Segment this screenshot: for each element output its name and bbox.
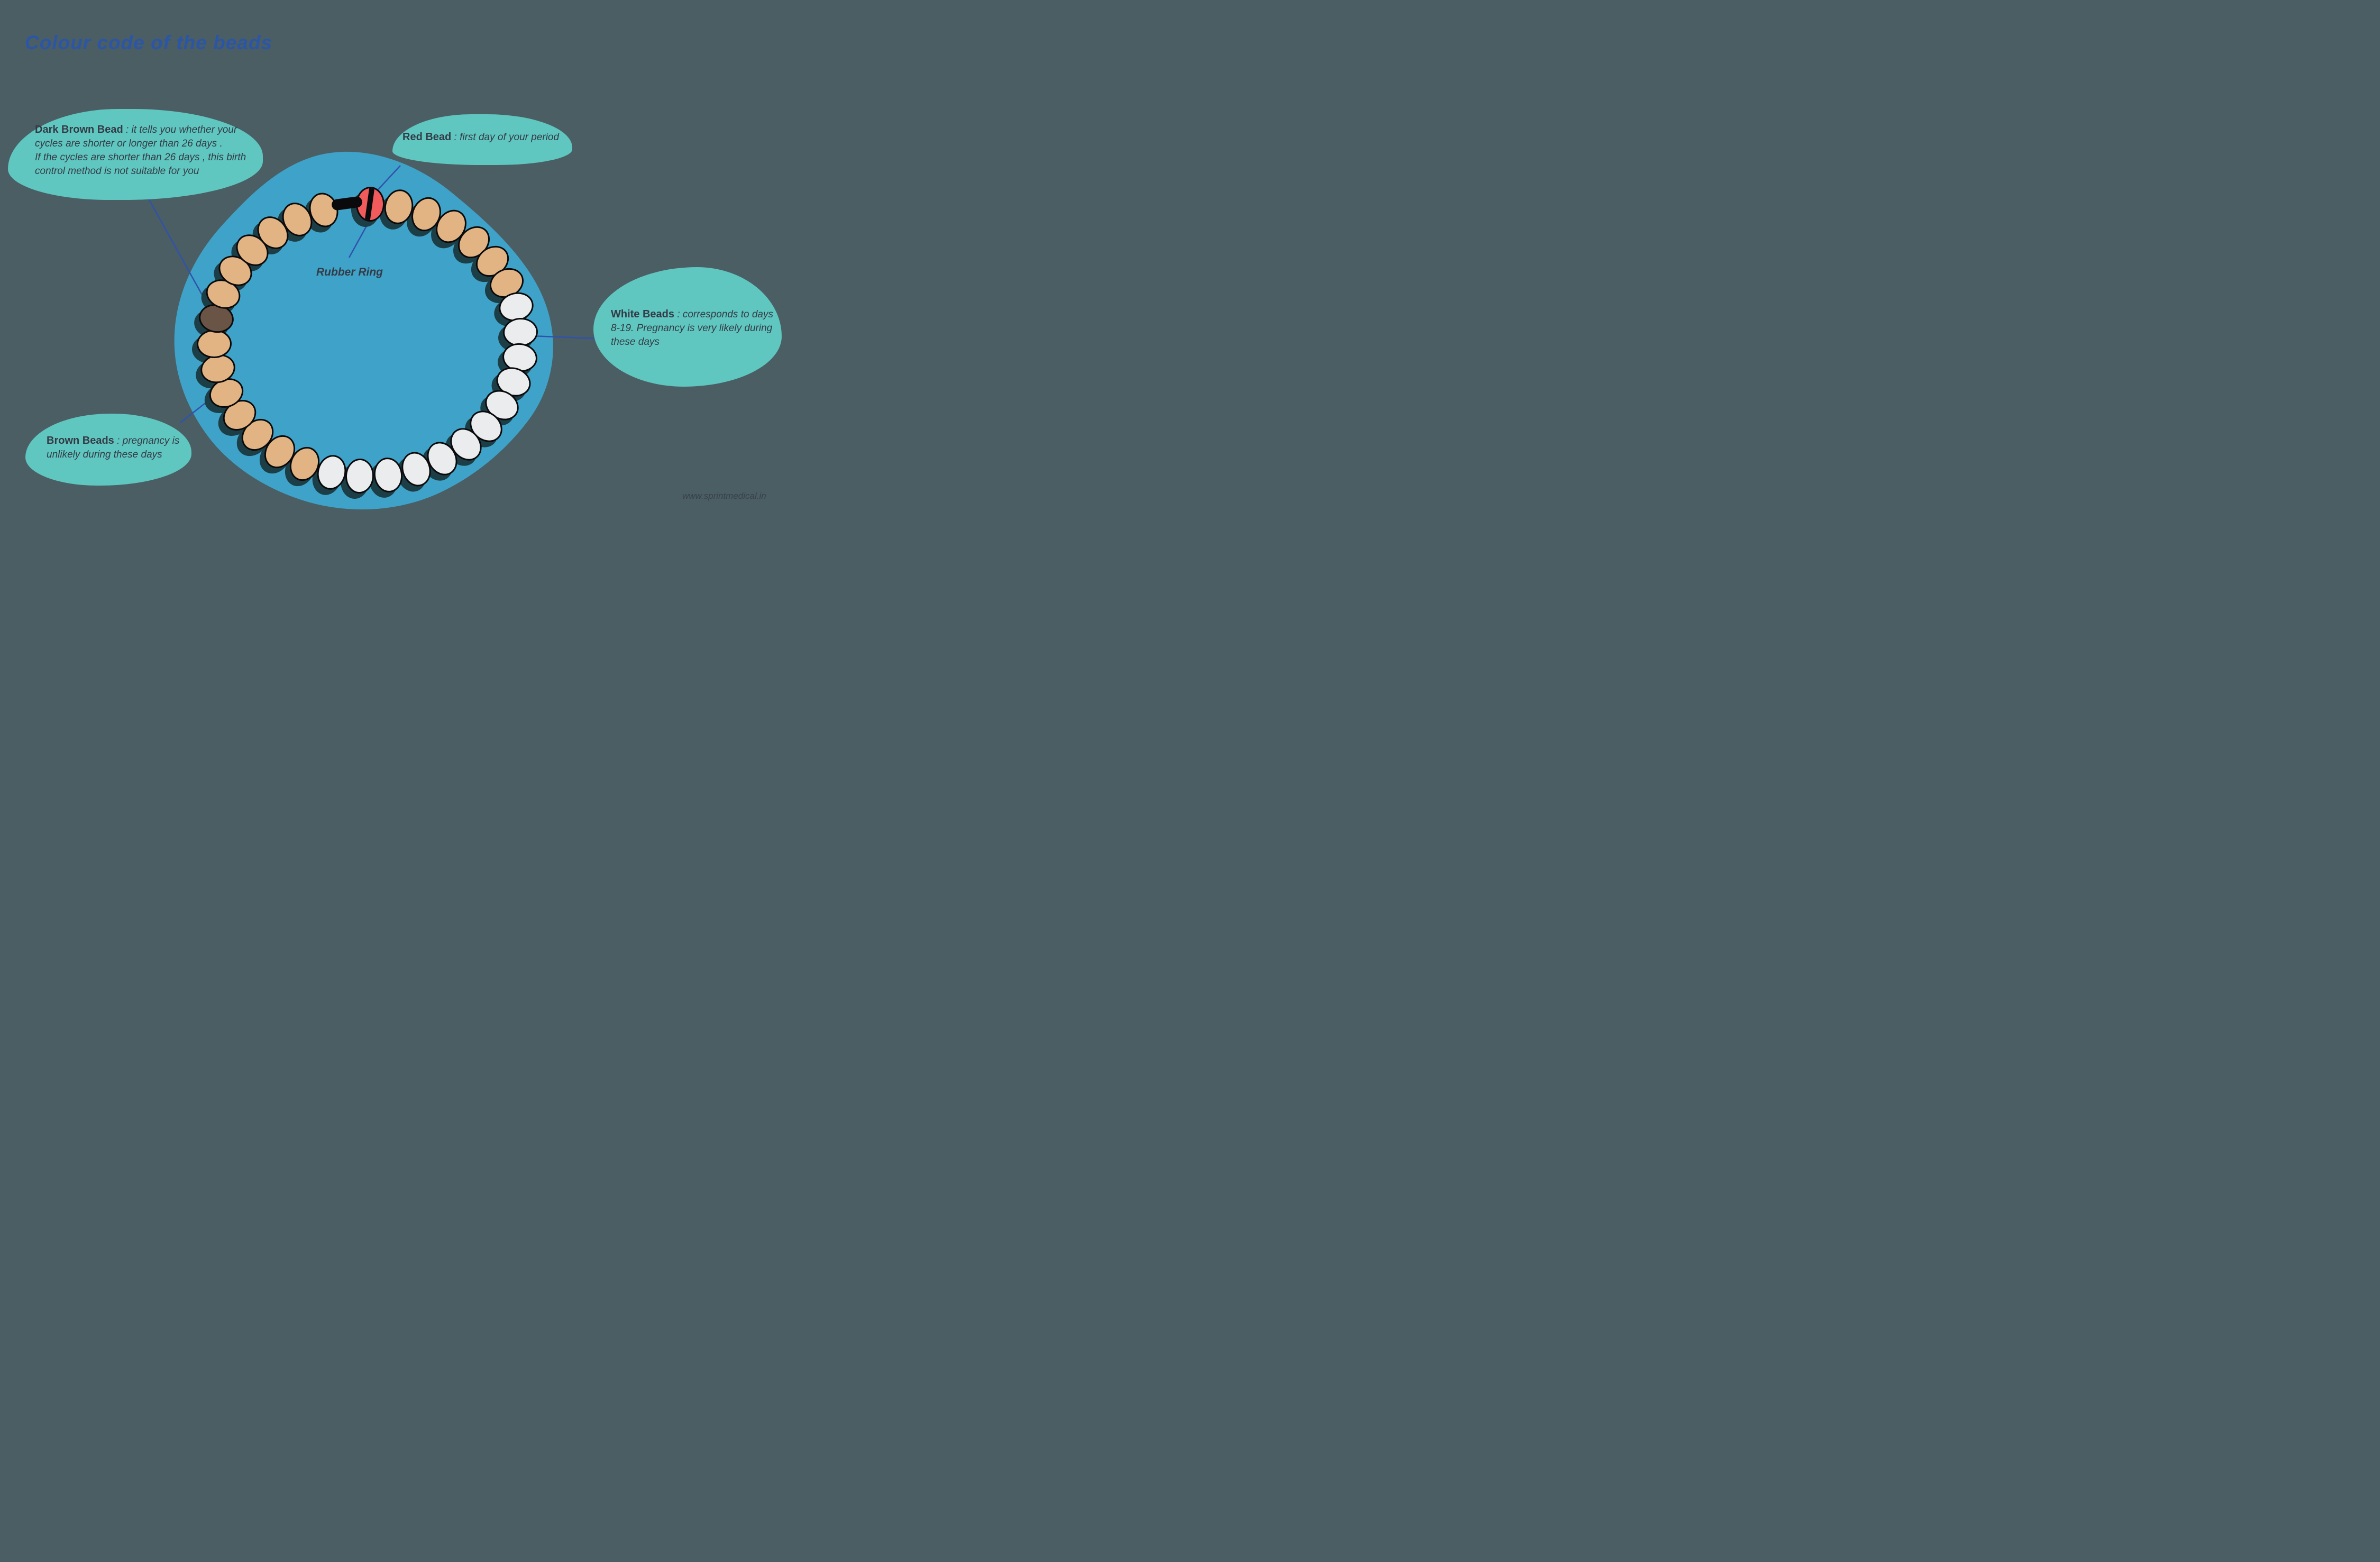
callout-red-bead: Red Bead : first day of your period — [392, 114, 572, 165]
callout-text-line: : pregnancy is — [117, 435, 180, 446]
callout-text-line: If the cycles are shorter than 26 days ,… — [35, 152, 246, 163]
brown-bead — [196, 328, 232, 359]
watermark-url: www.sprintmedical.in — [682, 491, 766, 501]
callout-text-line: cycles are shorter or longer than 26 day… — [35, 138, 223, 149]
callout-lead-red: Red Bead — [402, 131, 452, 143]
callout-text-line: : corresponds to days — [677, 309, 773, 320]
callout-text-line: 8-19. Pregnancy is very likely during — [611, 323, 773, 334]
callout-dark-brown-bead: Dark Brown Bead : it tells you whether y… — [8, 109, 263, 200]
callout-text-line: these days — [611, 336, 660, 348]
page-title: Colour code of the beads — [25, 32, 273, 53]
infographic-canvas: Colour code of the beads Rubber Ring Dar… — [0, 0, 829, 544]
callout-lead-white: White Beads — [611, 308, 675, 320]
white-bead — [372, 455, 405, 494]
callout-text-line: : first day of your period — [454, 132, 560, 143]
red-bead-stripe — [364, 186, 375, 222]
line-darkbrown-callout-to-dark-bead — [142, 188, 212, 310]
callout-text-line: unlikely during these days — [47, 449, 162, 460]
brown-bead — [381, 187, 416, 227]
white-bead — [344, 458, 375, 494]
line-red-bead-to-rubber-ring-label — [348, 222, 370, 258]
callout-lead-brown: Brown Beads — [47, 435, 114, 446]
callout-text-line: : it tells you whether your — [126, 124, 237, 135]
callout-lead-dark-brown: Dark Brown Bead — [35, 124, 123, 135]
callout-white-beads: White Beads : corresponds to days 8-19. … — [593, 267, 782, 387]
rubber-ring-label: Rubber Ring — [316, 266, 383, 278]
callout-text-line: control method is not suitable for you — [35, 166, 199, 177]
callout-brown-beads: Brown Beads : pregnancy is unlikely duri… — [25, 414, 191, 486]
